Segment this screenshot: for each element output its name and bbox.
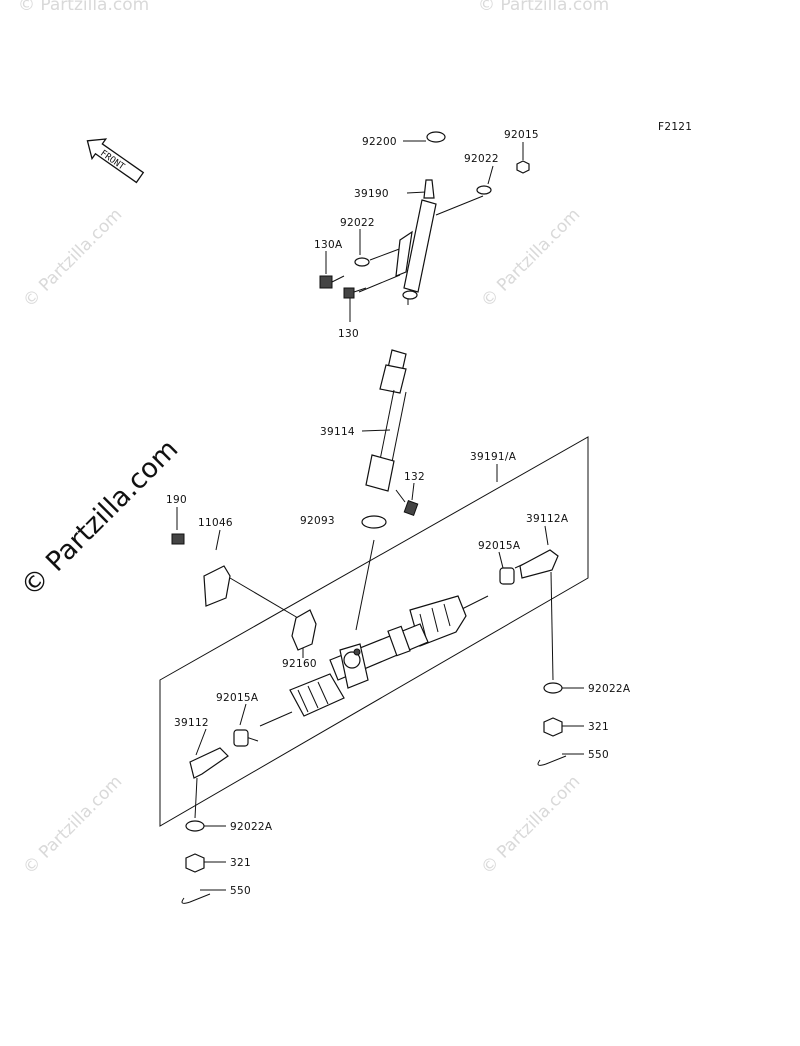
- callout-39112: 39112: [174, 717, 209, 729]
- watermark: © Partzilla.com: [18, 0, 149, 15]
- watermark: © Partzilla.com: [19, 205, 126, 312]
- tie-rod-end-39112: [189, 747, 229, 779]
- watermark: © Partzilla.com: [19, 772, 126, 879]
- callout-132: 132: [404, 471, 425, 483]
- washer-92200: [426, 131, 446, 143]
- assembly-boundary: [159, 436, 589, 827]
- washer-92022-top: [476, 185, 492, 195]
- callout-39191: 39191/A: [470, 451, 517, 463]
- bracket-11046: [203, 565, 231, 607]
- bushing-92015A-left: [233, 729, 249, 747]
- nut-321-left: [185, 853, 205, 873]
- bushing-92015A-right: [499, 567, 515, 585]
- washer-92022A-left: [185, 820, 205, 832]
- figure-code: F2121: [658, 121, 692, 133]
- steering-column: [319, 131, 530, 516]
- callout-92022A-left: 92022A: [230, 821, 273, 833]
- tie-rod-end-39112A: [519, 549, 559, 579]
- clamp-92160: [291, 609, 317, 651]
- steering-rack: [171, 515, 567, 904]
- callout-130: 130: [338, 328, 359, 340]
- bolt-132: [403, 500, 419, 516]
- bolt-190: [171, 533, 185, 545]
- watermark: © Partzilla.com: [478, 0, 609, 15]
- callout-92200: 92200: [362, 136, 397, 148]
- callout-labels: 92200 92015 92022 39190 92022 130A 130 3…: [166, 129, 631, 897]
- callout-190: 190: [166, 494, 187, 506]
- callout-39112A: 39112A: [526, 513, 569, 525]
- callout-92015: 92015: [504, 129, 539, 141]
- cotter-pin-550-right: [537, 755, 567, 766]
- callout-92015A-left: 92015A: [216, 692, 259, 704]
- washer-92022-left: [354, 257, 370, 267]
- bolt-130: [343, 287, 355, 299]
- callout-92022-left: 92022: [340, 217, 375, 229]
- side-watermark: © Partzilla.com: [15, 434, 184, 603]
- callout-321-right: 321: [588, 721, 609, 733]
- callout-11046: 11046: [198, 517, 233, 529]
- callout-550-left: 550: [230, 885, 251, 897]
- callout-92015A-right: 92015A: [478, 540, 521, 552]
- callout-92022-top: 92022: [464, 153, 499, 165]
- boot-left: [289, 673, 345, 717]
- washer-92093: [361, 515, 387, 529]
- callout-92022A-right: 92022A: [588, 683, 631, 695]
- callout-92093: 92093: [300, 515, 335, 527]
- callout-550-right: 550: [588, 749, 609, 761]
- watermark: © Partzilla.com: [477, 205, 584, 312]
- callout-39114: 39114: [320, 426, 355, 438]
- callout-92160: 92160: [282, 658, 317, 670]
- callout-130A: 130A: [314, 239, 343, 251]
- cotter-pin-550-left: [181, 893, 211, 904]
- callout-39190: 39190: [354, 188, 389, 200]
- callout-321-left: 321: [230, 857, 251, 869]
- shaft-39190: [403, 199, 437, 293]
- ujoint-upper: [379, 364, 407, 394]
- nut-92015: [516, 160, 530, 174]
- nut-321-right: [543, 717, 563, 737]
- watermark: © Partzilla.com: [477, 772, 584, 879]
- front-arrow-icon: FRONT: [86, 138, 145, 184]
- ujoint-lower: [365, 454, 395, 492]
- washer-92022A-right: [543, 682, 563, 694]
- bolt-130A: [319, 275, 333, 289]
